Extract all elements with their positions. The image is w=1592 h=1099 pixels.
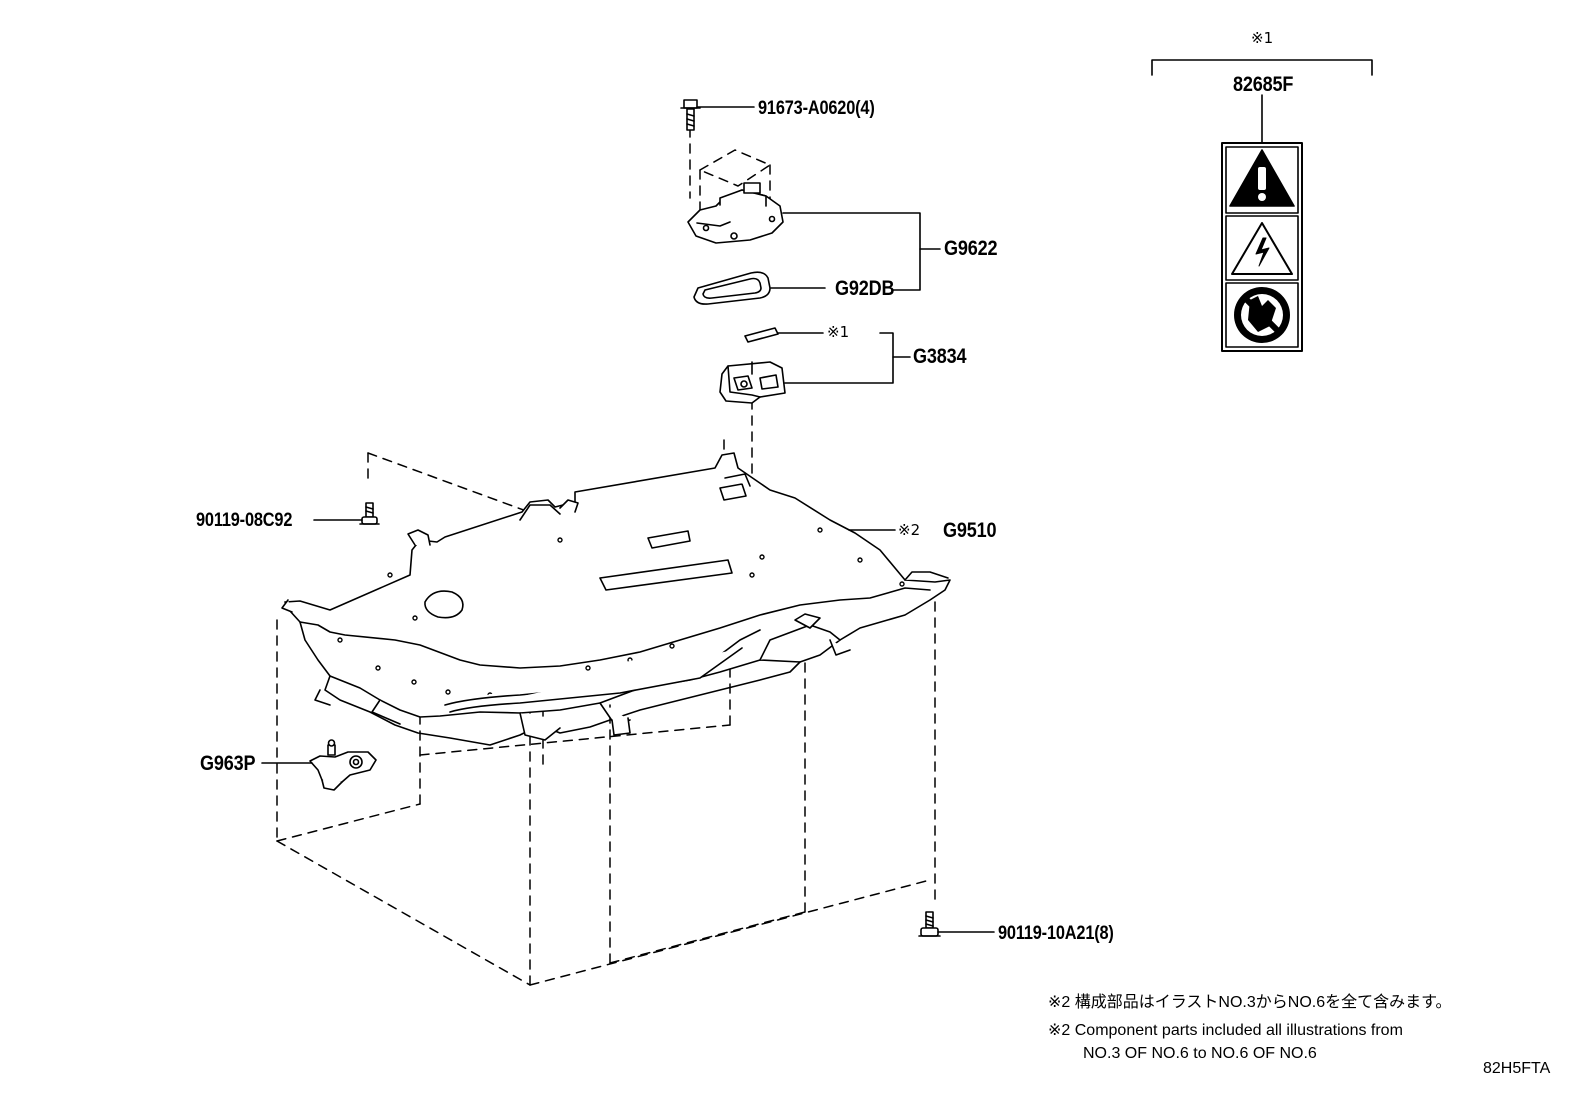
no-touch-icon [1234, 287, 1290, 343]
legend-bracket [1151, 59, 1373, 76]
bracket-cover-assy [782, 212, 921, 291]
note-english-line1: ※2 Component parts included all illustra… [1048, 1022, 1403, 1039]
label-bolt-top: 91673-A0620(4) [758, 98, 875, 119]
label-sensor: G963P [200, 752, 256, 775]
label-connector: G3834 [913, 345, 967, 368]
top-bolt-icon [680, 99, 701, 131]
label-label-ref: ※1 [827, 323, 850, 341]
diagram-code: 82H5FTA [1483, 1060, 1551, 1077]
temperature-sensor-icon [309, 739, 377, 791]
note-english-line2: NO.3 OF NO.6 to NO.6 OF NO.6 [1083, 1045, 1317, 1062]
left-bolt-icon [359, 502, 380, 525]
bracket-connector [784, 332, 894, 384]
note-japanese: ※2 構成部品はイラストNO.3からNO.6を全て含みます。 [1048, 994, 1452, 1011]
label-battery-assy: G9510 [943, 519, 997, 542]
label-bolt-left: 90119-08C92 [196, 510, 293, 531]
high-voltage-icon [1231, 222, 1293, 275]
gasket-icon [693, 271, 771, 305]
label-battery-assy-mark: ※2 [898, 521, 921, 539]
service-plug-cover-icon [687, 182, 784, 244]
label-cover-assy: G9622 [944, 237, 998, 260]
caution-label-icon [744, 327, 779, 343]
legend-mark: ※1 [1251, 29, 1274, 47]
bottom-bolt-icon [918, 911, 941, 937]
label-gasket: G92DB [835, 277, 895, 300]
connector-icon [719, 361, 786, 404]
warning-icon [1229, 149, 1295, 207]
battery-tray-icon [281, 452, 951, 746]
label-bolt-bottom: 90119-10A21(8) [998, 923, 1114, 944]
legend-part-number: 82685F [1233, 73, 1294, 96]
